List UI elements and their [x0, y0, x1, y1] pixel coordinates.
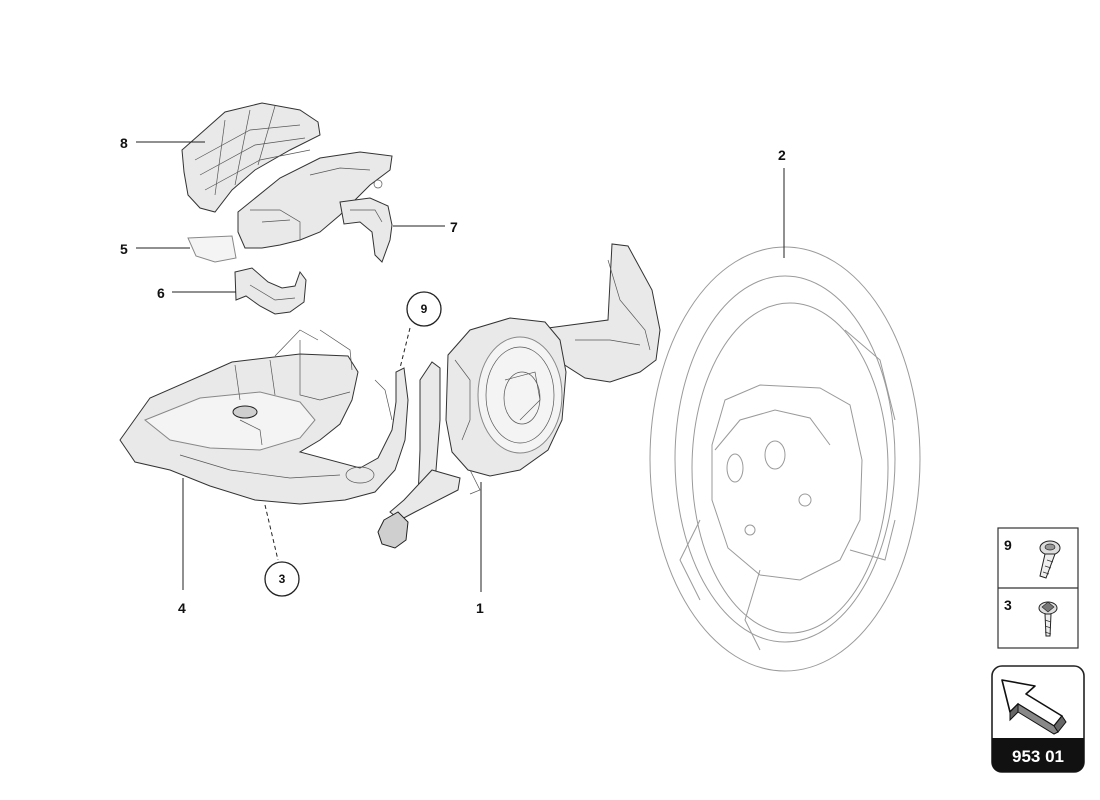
callout-4: 4	[178, 600, 186, 616]
leader-lines	[136, 141, 785, 592]
legend-number-9: 9	[1004, 537, 1012, 553]
callout-7: 7	[450, 219, 458, 235]
legend-number-3: 3	[1004, 597, 1012, 613]
screw-icon	[1038, 601, 1058, 637]
part-8-upper-cover	[181, 102, 321, 213]
callout-5: 5	[120, 241, 128, 257]
callout-3: 3	[279, 572, 286, 586]
part-5-middle-cover	[187, 151, 393, 263]
part-1-column-switch	[377, 243, 661, 549]
callout-9-circle: 9	[406, 291, 442, 327]
callout-6: 6	[157, 285, 165, 301]
part-4-lower-cover	[119, 329, 409, 505]
callout-3-circle: 3	[264, 561, 300, 597]
callout-1: 1	[476, 600, 484, 616]
callout-9: 9	[421, 302, 428, 316]
part-7-bracket	[339, 197, 393, 263]
screw-icon	[1039, 540, 1061, 579]
fastener-legend: 9 3	[997, 527, 1079, 649]
reference-badge[interactable]: 953 01	[991, 665, 1085, 773]
reference-code: 953 01	[1012, 747, 1064, 766]
arrow-icon	[1001, 679, 1067, 735]
callout-2: 2	[778, 147, 786, 163]
callout-8: 8	[120, 135, 128, 151]
part-2-steering-wheel	[649, 246, 921, 672]
part-6-lower-piece	[234, 267, 307, 315]
